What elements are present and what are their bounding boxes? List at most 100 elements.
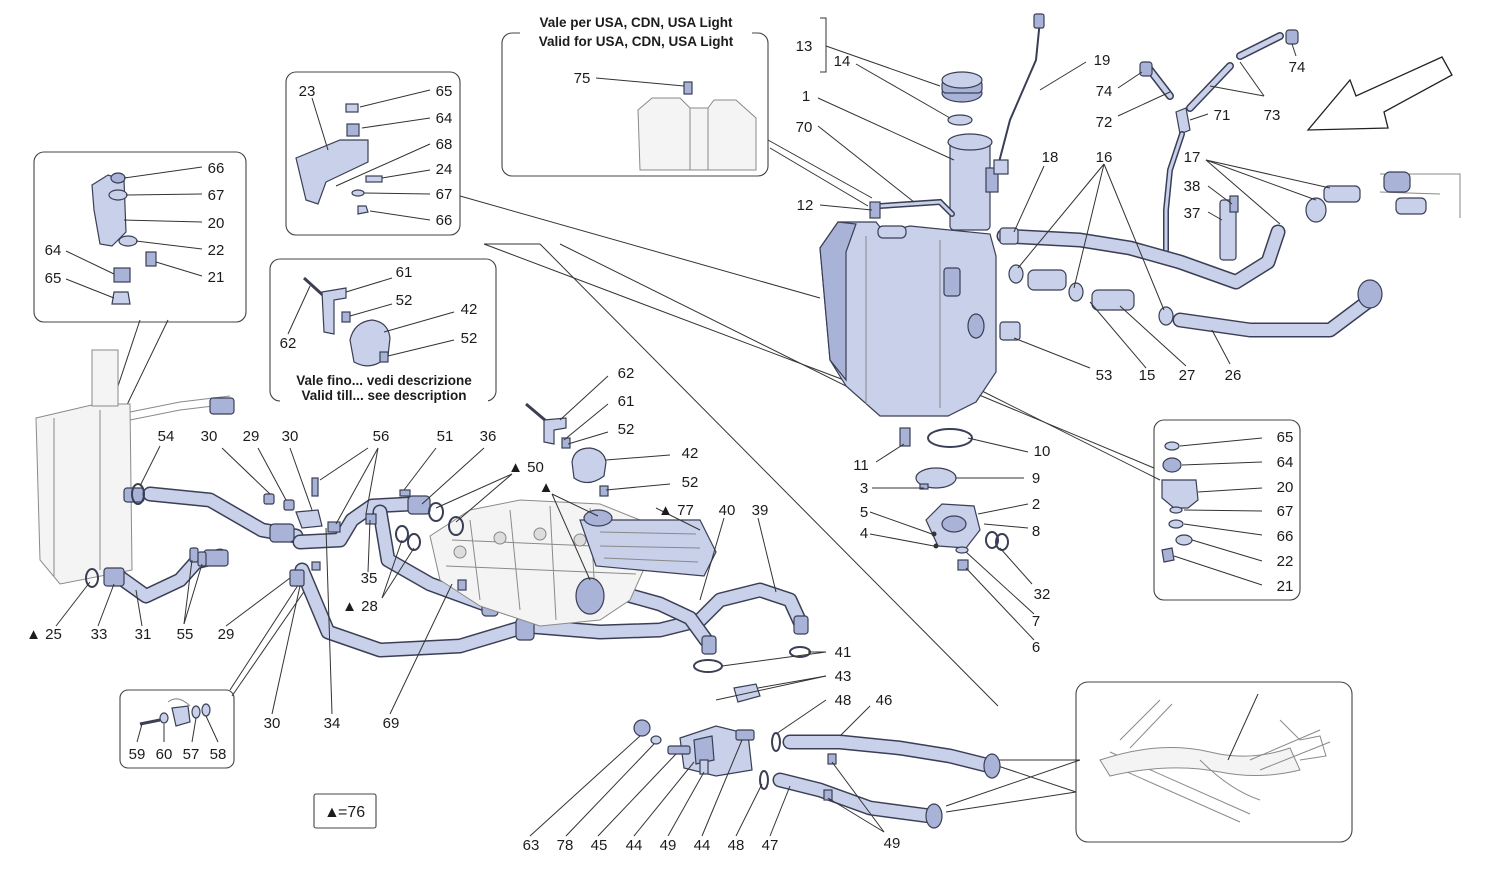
- callout-69: 69: [383, 715, 400, 732]
- legend-box: ▲ =76: [313, 793, 377, 829]
- callout-49: 49: [660, 837, 677, 854]
- callout-52: 52: [461, 330, 478, 347]
- callout-numbers: 13 14 19 74 72 71 73 74 1 70 12 18 16 17…: [26, 38, 1305, 854]
- callout-54: 54: [158, 428, 175, 445]
- callout-23: 23: [299, 83, 316, 100]
- callout-72: 72: [1096, 114, 1113, 131]
- callout-21: 21: [1277, 578, 1294, 595]
- callout-58: 58: [210, 746, 227, 763]
- callout-52: 52: [682, 474, 699, 491]
- callout-74: 74: [1096, 83, 1113, 100]
- callout-34: 34: [324, 715, 341, 732]
- callout-37: 37: [1184, 205, 1201, 222]
- callout-71: 71: [1214, 107, 1231, 124]
- callout-20: 20: [208, 215, 225, 232]
- inset-bracket-box-right: 65 64 20 67 66 22 21: [1153, 419, 1301, 601]
- callout-45: 45: [591, 837, 608, 854]
- callout-1: 1: [802, 88, 810, 105]
- callout-48: 48: [835, 692, 852, 709]
- callout-42: 42: [682, 445, 699, 462]
- callout-2: 2: [1032, 496, 1040, 513]
- callout-11: 11: [853, 457, 869, 474]
- note-till-it: Vale fino... vedi descrizione: [296, 373, 472, 388]
- callout-22: 22: [1277, 553, 1294, 570]
- callout-64: 64: [45, 242, 62, 259]
- callout-48: 48: [728, 837, 745, 854]
- oil-tank-assembly: [819, 13, 1461, 571]
- callout-66: 66: [208, 160, 225, 177]
- callout-49: 49: [884, 835, 901, 852]
- callout-39: 39: [752, 502, 769, 519]
- callout-41: 41: [835, 644, 852, 661]
- callout-65: 65: [45, 270, 62, 287]
- callout-60: 60: [156, 746, 173, 763]
- legend-text: =76: [338, 804, 365, 821]
- callout-52: 52: [618, 421, 635, 438]
- callout-51: 51: [437, 428, 454, 445]
- ghost-tank-left: [35, 349, 235, 585]
- engine-block: [189, 402, 717, 627]
- callout-44: 44: [694, 837, 711, 854]
- callout-44: 44: [626, 837, 643, 854]
- inset-bracket-box-left: 66 67 20 22 21 64 65: [33, 151, 247, 323]
- callout-52: 52: [396, 292, 413, 309]
- callout-77: ▲ 77: [658, 502, 694, 519]
- callout-68: 68: [436, 136, 453, 153]
- callout-57: 57: [183, 746, 200, 763]
- callout-56: 56: [373, 428, 390, 445]
- callout-66: 66: [436, 212, 453, 229]
- callout-59: 59: [129, 746, 146, 763]
- inset-usa-box: Vale per USA, CDN, USA Light Valid for U…: [501, 8, 769, 177]
- callout-9: 9: [1032, 470, 1040, 487]
- callout-38: 38: [1184, 178, 1201, 195]
- callout-62: 62: [618, 365, 635, 382]
- callout-43: 43: [835, 668, 852, 685]
- inset-clamp-box: 59 60 57 58: [119, 689, 235, 769]
- callout-73: 73: [1264, 107, 1281, 124]
- callout-28: ▲ 28: [342, 598, 378, 615]
- note-till-en: Valid till... see description: [301, 388, 466, 403]
- callout-78: 78: [557, 837, 574, 854]
- callout-67: 67: [436, 186, 453, 203]
- callout-62: 62: [280, 335, 297, 352]
- callout-27: 27: [1179, 367, 1196, 384]
- callout-75: 75: [574, 70, 591, 87]
- callout-46: 46: [876, 692, 893, 709]
- callout-3: 3: [860, 480, 868, 497]
- callout-29: 29: [243, 428, 260, 445]
- callout-40: 40: [719, 502, 736, 519]
- callout-65: 65: [436, 83, 453, 100]
- callout-50: ▲ 50: [508, 459, 544, 476]
- callout-5: 5: [860, 504, 868, 521]
- callout-47: 47: [762, 837, 779, 854]
- callout-65: 65: [1277, 429, 1294, 446]
- legend-symbol: ▲: [324, 804, 340, 821]
- callout-76-marker: ▲: [539, 479, 554, 496]
- callout-14: 14: [834, 53, 851, 70]
- callout-64: 64: [436, 110, 453, 127]
- callout-13: 13: [796, 38, 813, 55]
- callout-6: 6: [1032, 639, 1040, 656]
- callout-leaders: [55, 17, 1331, 837]
- callout-42: 42: [461, 301, 478, 318]
- callout-30: 30: [201, 428, 218, 445]
- inset-chassis-box: [1075, 681, 1353, 843]
- callout-15: 15: [1139, 367, 1156, 384]
- callout-20: 20: [1277, 479, 1294, 496]
- callout-67: 67: [208, 187, 225, 204]
- callout-22: 22: [208, 242, 225, 259]
- callout-17: 17: [1184, 149, 1201, 166]
- callout-33: 33: [91, 626, 108, 643]
- callout-70: 70: [796, 119, 813, 136]
- callout-63: 63: [523, 837, 540, 854]
- view-direction-arrow: [1306, 56, 1453, 131]
- note-usa-en: Valid for USA, CDN, USA Light: [539, 34, 734, 49]
- callout-61: 61: [396, 264, 413, 281]
- callout-18: 18: [1042, 149, 1059, 166]
- callout-26: 26: [1225, 367, 1242, 384]
- callout-67: 67: [1277, 503, 1294, 520]
- callout-10: 10: [1034, 443, 1051, 460]
- callout-66: 66: [1277, 528, 1294, 545]
